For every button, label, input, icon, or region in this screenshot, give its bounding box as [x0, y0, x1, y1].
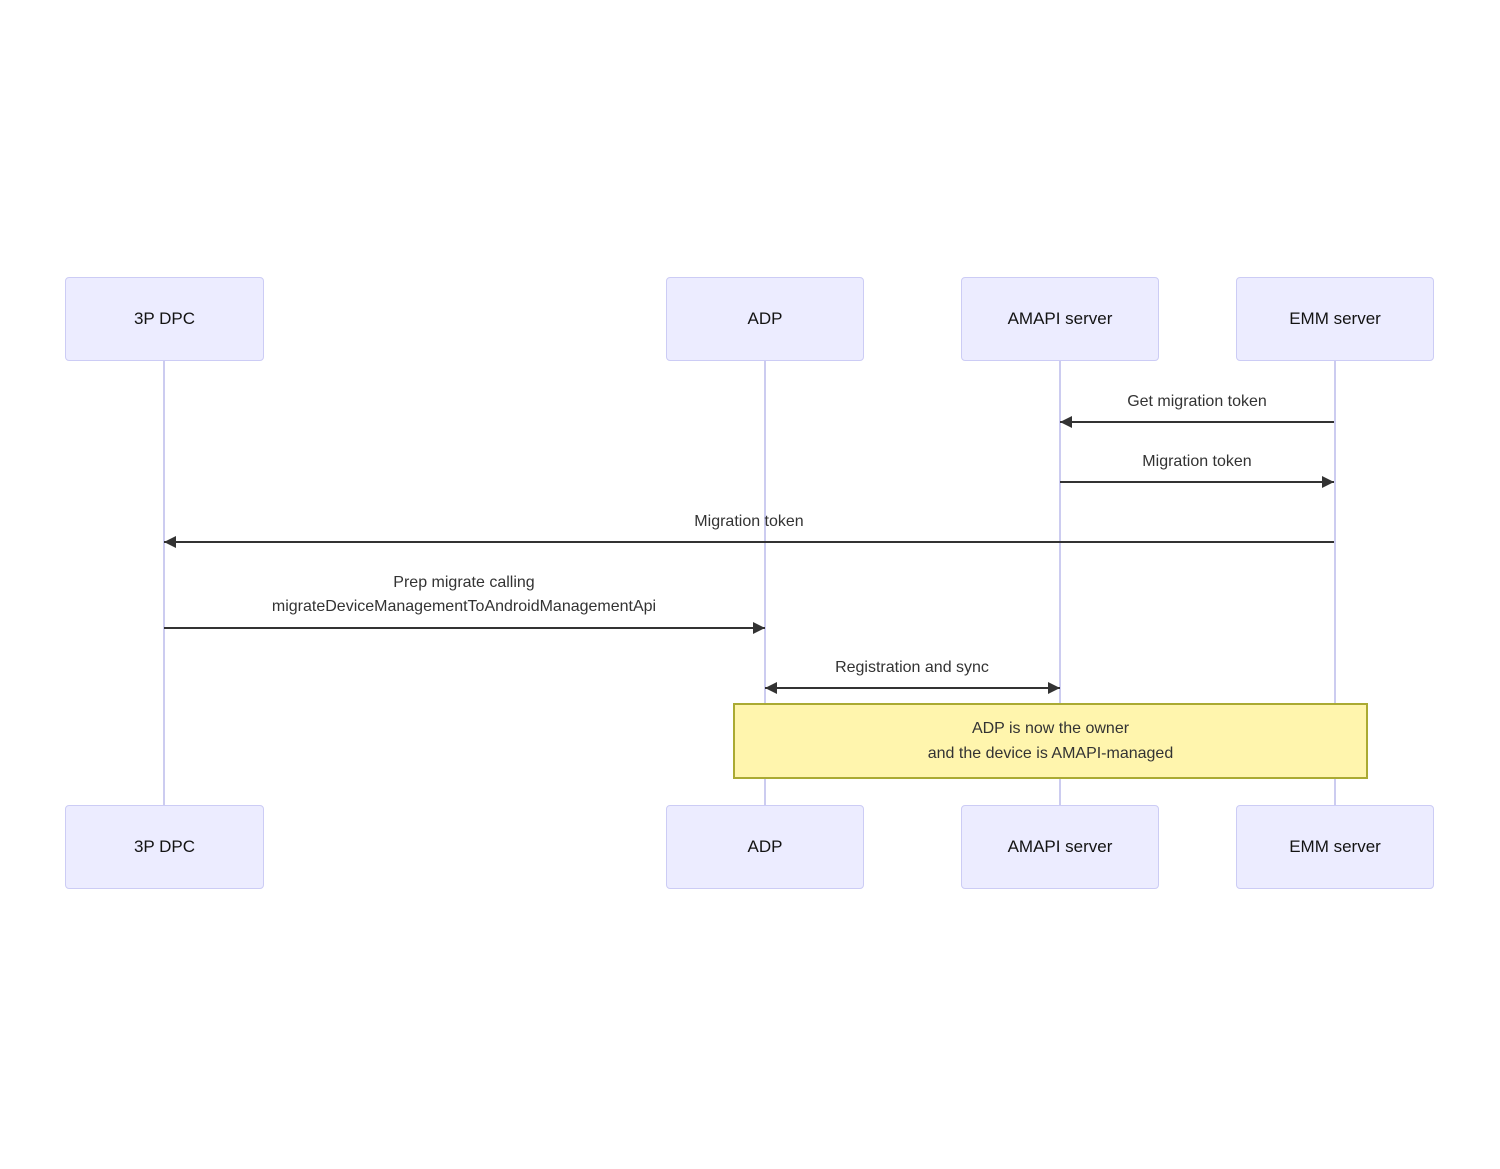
actor-label-emm-server: EMM server: [1289, 837, 1381, 856]
message-3-arrow-line: [164, 541, 1334, 543]
message-1-arrowhead-left-icon: [1060, 416, 1072, 428]
actor-label-adp: ADP: [747, 837, 783, 856]
actor-top-adp: ADP: [666, 277, 864, 361]
message-3-label: Migration token: [694, 513, 804, 530]
actor-top-3p-dpc: 3P DPC: [65, 277, 264, 361]
lifeline-adp: [764, 361, 766, 805]
message-2-arrow-line: [1060, 481, 1334, 483]
message-2-label: Migration token: [1142, 453, 1252, 470]
message-3-arrowhead-left-icon: [164, 536, 176, 548]
message-4-arrow-line: [164, 627, 765, 629]
actor-label-adp: ADP: [747, 309, 783, 328]
actor-top-emm-server: EMM server: [1236, 277, 1434, 361]
message-2-arrowhead-right-icon: [1322, 476, 1334, 488]
actor-bottom-3p-dpc: 3P DPC: [65, 805, 264, 889]
actor-label-amapi-server: AMAPI server: [1007, 837, 1113, 856]
note-adp-owner: ADP is now the owner and the device is A…: [733, 703, 1368, 779]
message-5-label: Registration and sync: [835, 659, 989, 676]
actor-label-3p-dpc: 3P DPC: [133, 837, 196, 856]
message-4-label-line-2: migrateDeviceManagementToAndroidManageme…: [271, 598, 657, 615]
message-1-label: Get migration token: [1127, 393, 1267, 410]
message-5-arrowhead-right-icon: [1048, 682, 1060, 694]
message-5-arrow-line: [765, 687, 1060, 689]
message-5-arrowhead-left-icon: [765, 682, 777, 694]
actor-label-amapi-server: AMAPI server: [1007, 309, 1113, 328]
note-line-1: ADP is now the owner: [971, 720, 1130, 737]
message-4-label-line-1: Prep migrate calling: [393, 574, 535, 591]
actor-top-amapi-server: AMAPI server: [961, 277, 1159, 361]
actor-bottom-amapi-server: AMAPI server: [961, 805, 1159, 889]
message-1-arrow-line: [1060, 421, 1334, 423]
actor-label-3p-dpc: 3P DPC: [133, 309, 196, 328]
actor-bottom-emm-server: EMM server: [1236, 805, 1434, 889]
note-line-2: and the device is AMAPI-managed: [927, 745, 1174, 762]
message-4-arrowhead-right-icon: [753, 622, 765, 634]
actor-bottom-adp: ADP: [666, 805, 864, 889]
lifeline-emm-server: [1334, 361, 1336, 805]
lifeline-amapi-server: [1059, 361, 1061, 805]
message-4-label: Prep migrate calling migrateDeviceManage…: [272, 571, 656, 619]
lifeline-3p-dpc: [163, 361, 165, 805]
actor-label-emm-server: EMM server: [1289, 309, 1381, 328]
